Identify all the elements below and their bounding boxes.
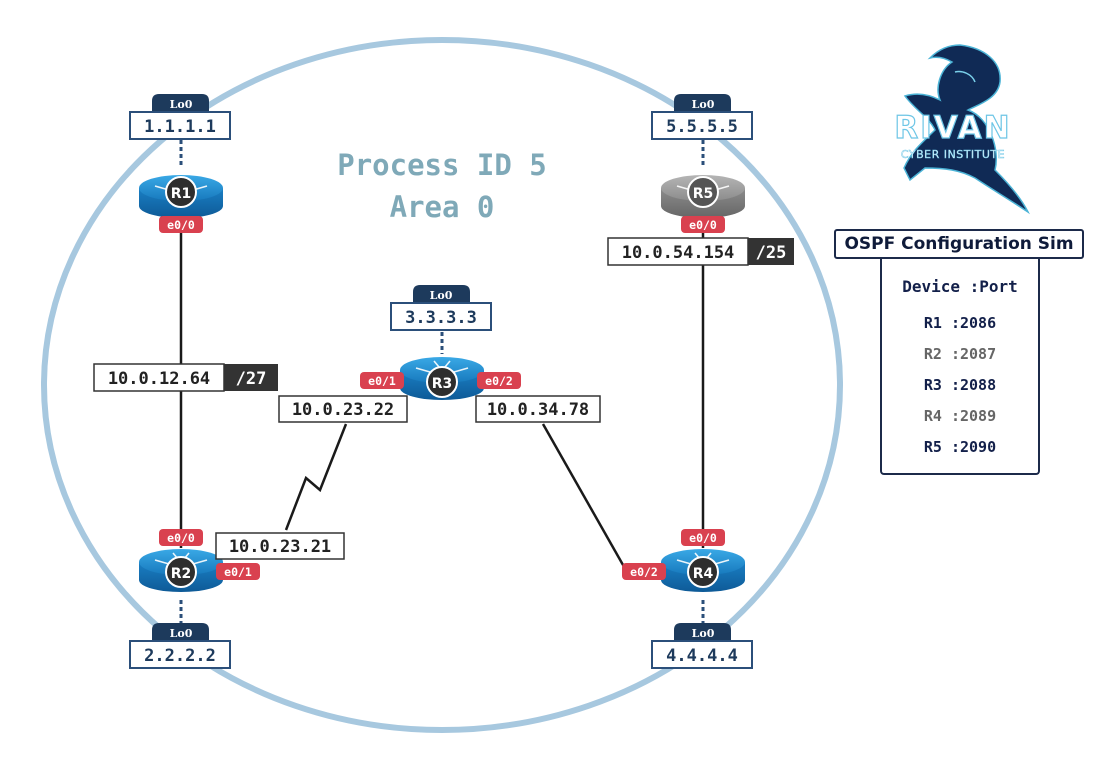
port-row-r3[interactable]: R3 :2088 <box>923 376 997 394</box>
loopback-tab <box>152 94 209 112</box>
router-name: R2 <box>171 566 192 582</box>
link-r3-r4 <box>541 423 629 573</box>
router-badge <box>165 556 197 588</box>
interface-r4-e02[interactable]: e0/2 <box>622 563 666 580</box>
loopback-tab-label: Lo0 <box>692 98 715 111</box>
router-r4[interactable]: R4 <box>661 549 745 592</box>
interface-r1-e00[interactable]: e0/0 <box>159 216 203 233</box>
link-ip: 10.0.54.154 <box>622 243 735 263</box>
interface-label: e0/1 <box>224 565 252 579</box>
loopback-ip: 1.1.1.1 <box>144 117 216 137</box>
port-panel-header: Device :Port <box>902 277 1018 296</box>
router-name: R4 <box>693 566 714 582</box>
link-ip-r3-r4: 10.0.34.78 <box>475 395 601 423</box>
link-ip: 10.0.23.21 <box>229 537 331 557</box>
link-ip-r1-r2: 10.0.12.64 /27 <box>93 363 278 392</box>
rivan-logo: RIVAN CYBER INSTITUTE <box>894 44 1030 215</box>
loopback-ip: 2.2.2.2 <box>144 646 216 666</box>
link-ip-r3-r2-r2side: 10.0.23.21 <box>215 532 345 560</box>
loopback-ip: 5.5.5.5 <box>666 117 738 137</box>
port-row-r1[interactable]: R1 :2086 <box>923 314 997 332</box>
interface-label: e0/0 <box>689 531 717 545</box>
loopback-tab <box>674 623 731 641</box>
brand-name: RIVAN <box>894 110 1011 146</box>
router-r1[interactable]: R1 <box>139 175 223 218</box>
loopback-r2: Lo0 2.2.2.2 <box>129 623 231 669</box>
interface-r3-e02[interactable]: e0/2 <box>477 372 521 389</box>
interface-label: e0/1 <box>368 374 396 388</box>
link-ip: 10.0.34.78 <box>487 400 589 420</box>
loopback-tab-label: Lo0 <box>692 627 715 640</box>
port-row-r4[interactable]: R4 :2089 <box>923 407 997 425</box>
link-ip: 10.0.23.22 <box>292 400 394 420</box>
loopback-tab <box>152 623 209 641</box>
loopback-ip: 3.3.3.3 <box>405 308 477 328</box>
router-arrows-icon <box>415 360 469 373</box>
link-ip-r3-r2-r3side: 10.0.23.22 <box>278 395 408 423</box>
loopback-tab <box>674 94 731 112</box>
brand-tagline: CYBER INSTITUTE <box>901 148 1005 161</box>
loopback-ip: 4.4.4.4 <box>666 646 738 666</box>
router-name: R1 <box>171 186 192 202</box>
router-r2[interactable]: R2 <box>139 549 223 592</box>
loopback-r4: Lo0 4.4.4.4 <box>651 623 753 669</box>
interface-r3-e01[interactable]: e0/1 <box>360 372 404 389</box>
link-r2-r3-serial <box>284 423 348 531</box>
link-ip: 10.0.12.64 <box>108 369 210 389</box>
loopback-tab-label: Lo0 <box>170 98 193 111</box>
router-name: R5 <box>693 186 714 202</box>
sim-title: OSPF Configuration Sim <box>834 229 1084 259</box>
router-r3[interactable]: R3 <box>400 357 484 400</box>
router-badge <box>687 176 719 208</box>
interface-r4-e00[interactable]: e0/0 <box>681 529 725 546</box>
interface-label: e0/0 <box>167 218 195 232</box>
router-badge <box>426 366 458 398</box>
interface-label: e0/0 <box>167 531 195 545</box>
interface-label: e0/0 <box>689 218 717 232</box>
dragon-icon <box>903 44 1030 215</box>
loopback-tab-label: Lo0 <box>170 627 193 640</box>
port-panel: Device :Port R1 :2086 R2 :2087 R3 :2088 … <box>880 259 1040 475</box>
area-circle <box>41 37 843 733</box>
loopback-tab <box>413 285 470 303</box>
interface-label: e0/2 <box>485 374 513 388</box>
router-badge <box>687 556 719 588</box>
router-name: R3 <box>432 376 453 392</box>
link-mask: /25 <box>756 243 787 263</box>
loopback-tab-label: Lo0 <box>430 289 453 302</box>
interface-r2-e00[interactable]: e0/0 <box>159 529 203 546</box>
loopback-r5: Lo0 5.5.5.5 <box>651 94 753 140</box>
process-id-label: Process ID 5 <box>337 148 547 182</box>
loopback-r1: Lo0 1.1.1.1 <box>129 94 231 140</box>
link-ip-r5-r4: 10.0.54.154 /25 <box>607 237 794 266</box>
link-mask: /27 <box>236 369 267 389</box>
loopback-r3: Lo0 3.3.3.3 <box>390 285 492 331</box>
router-badge <box>165 176 197 208</box>
port-row-r5[interactable]: R5 :2090 <box>923 438 997 456</box>
port-row-r2[interactable]: R2 :2087 <box>923 345 997 363</box>
router-r5[interactable]: R5 <box>661 175 745 218</box>
area-label: Area 0 <box>390 190 495 224</box>
interface-r5-e00[interactable]: e0/0 <box>681 216 725 233</box>
interface-label: e0/2 <box>630 565 658 579</box>
interface-r2-e01[interactable]: e0/1 <box>216 563 260 580</box>
